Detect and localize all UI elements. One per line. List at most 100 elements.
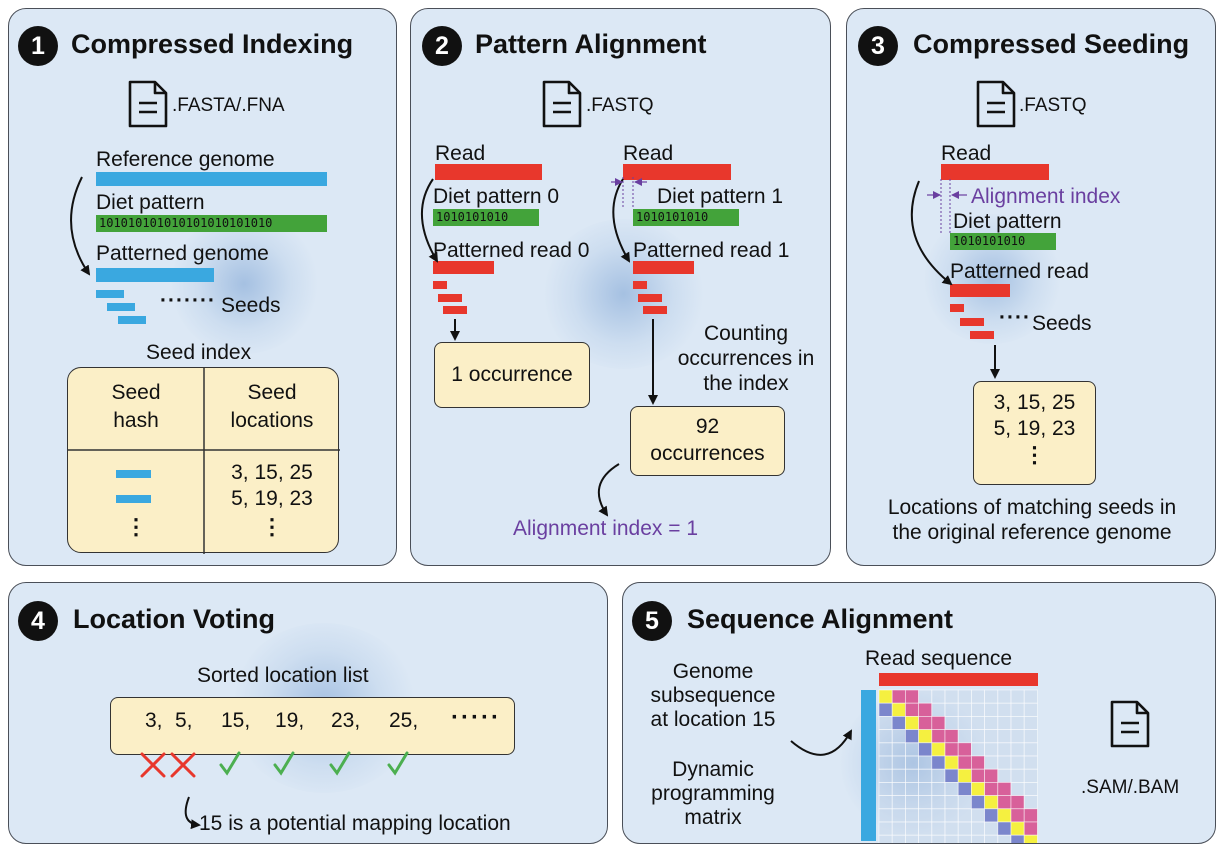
dp-label-3: matrix	[684, 806, 742, 829]
sorted-list-title: Sorted location list	[197, 664, 369, 687]
patterned-read-0-label: Patterned read 0	[433, 239, 590, 262]
curved-arrow	[70, 176, 91, 276]
seed-bar	[96, 290, 124, 298]
ninety-two-occurrences-box: 92 occurrences	[630, 406, 785, 476]
file-icon	[542, 80, 582, 128]
occurrences-word: occurrences	[650, 442, 765, 465]
read-sequence-bar	[879, 673, 1038, 686]
seed-hash-header-1: Seed	[111, 381, 161, 404]
panel-title: Pattern Alignment	[475, 29, 707, 59]
seed-bar	[950, 304, 964, 312]
alignment-index-label: Alignment index	[971, 185, 1121, 208]
panel-3-arrows	[910, 179, 1000, 379]
output-file-format: .SAM/.BAM	[1081, 777, 1180, 798]
seed-hash-bar	[116, 495, 151, 503]
dp-label-1: Dynamic	[672, 758, 754, 781]
read-bar-left	[435, 164, 542, 180]
diet-pattern-0-label: Diet pattern 0	[433, 185, 560, 208]
alignment-index-result: Alignment index = 1	[513, 517, 699, 540]
seed-bar	[643, 306, 667, 314]
dp-label-2: programming	[651, 782, 775, 805]
read-label-right: Read	[623, 142, 674, 165]
location-value: 23,	[331, 709, 361, 732]
panel-sequence-alignment: 5 Sequence Alignment Read sequence Genom…	[622, 582, 1216, 844]
diet-pattern-bits: 101010101010101010101010	[96, 215, 327, 232]
cross-icon	[170, 752, 196, 778]
panel-compressed-indexing: 1 Compressed Indexing .FASTA/.FNA Refere…	[8, 8, 397, 566]
one-occurrence-box: 1 occurrence	[434, 342, 590, 408]
patterned-read-0-bar	[433, 261, 494, 274]
panel-5-arrow	[790, 729, 852, 756]
genome-label-1: Genome	[672, 660, 754, 683]
read-label-left: Read	[435, 142, 486, 165]
genome-subsequence-bar	[861, 690, 876, 841]
counting-text-3: the index	[703, 372, 789, 395]
seed-bar	[433, 281, 447, 289]
panel-title: Compressed Seeding	[913, 29, 1190, 59]
step-badge-1: 1	[18, 26, 58, 66]
seed-hash-header-2: hash	[113, 409, 159, 432]
patterned-read-1-bar	[633, 261, 694, 274]
seed-locations-box: 3, 15, 25 5, 19, 23 ⋮	[973, 381, 1096, 485]
patterned-genome-bar	[96, 268, 214, 282]
seed-locations-row: 5, 19, 23	[993, 417, 1076, 440]
diet-pattern-label: Diet pattern	[953, 210, 1062, 233]
file-icon	[1110, 700, 1150, 748]
seed-bar	[443, 306, 467, 314]
seed-bar	[118, 316, 146, 324]
counting-text-2: occurrences in	[677, 347, 815, 370]
seed-bar	[438, 294, 462, 302]
seed-locations-row: 5, 19, 23	[231, 487, 313, 510]
dynamic-programming-matrix	[878, 689, 1038, 843]
seed-bar	[638, 294, 662, 302]
patterned-genome-label: Patterned genome	[96, 242, 269, 265]
check-icon	[219, 751, 241, 776]
diet-pattern-0-bits: 1010101010	[433, 209, 539, 226]
seeds-label: Seeds	[1032, 312, 1092, 335]
read-bar-right	[623, 164, 731, 180]
location-value: 25,	[389, 709, 419, 732]
one-occurrence-text: 1 occurrence	[451, 363, 573, 386]
panel-location-voting: 4 Location Voting Sorted location list ·…	[8, 582, 608, 844]
mapping-location-conclusion: 15 is a potential mapping location	[199, 812, 511, 835]
genome-label-2: subsequence	[650, 684, 776, 707]
step-badge-4: 4	[18, 601, 58, 641]
table-grid-lines	[68, 368, 340, 554]
read-bar	[941, 164, 1049, 180]
check-icon	[329, 751, 351, 776]
patterned-read-1-label: Patterned read 1	[633, 239, 790, 262]
diet-pattern-bits: 1010101010	[950, 233, 1056, 250]
location-value: 19,	[275, 709, 305, 732]
location-value: 5,	[175, 709, 193, 732]
file-icon	[976, 80, 1016, 128]
seed-hash-bar	[116, 470, 151, 478]
location-value: 3,	[145, 709, 163, 732]
read-label: Read	[941, 142, 992, 165]
seed-locations-row: 3, 15, 25	[993, 391, 1076, 414]
seeds-label: Seeds	[221, 294, 281, 317]
seed-hash-vdots: ⋮	[125, 514, 147, 539]
seed-index-table: Seed hash Seed locations ⋮ 3, 15, 25 5, …	[67, 367, 340, 554]
seed-locations-header-2: locations	[230, 409, 314, 432]
seed-locations-vdots: ⋮	[1023, 442, 1046, 467]
file-format-label: .FASTA/.FNA	[172, 95, 285, 116]
panel-2-arrows	[421, 177, 658, 517]
caption-line-2: the original reference genome	[892, 521, 1172, 544]
panel-title: Sequence Alignment	[687, 604, 954, 634]
reference-genome-bar	[96, 172, 327, 186]
panel-pattern-alignment: 2 Pattern Alignment .FASTQ Read Diet pat…	[410, 8, 831, 566]
seed-index-title: Seed index	[146, 341, 252, 364]
step-badge-2: 2	[422, 26, 462, 66]
check-icon	[273, 751, 295, 776]
read-sequence-label: Read sequence	[865, 647, 1013, 670]
diet-pattern-1-bits: 1010101010	[633, 209, 739, 226]
vote-marks	[140, 751, 409, 778]
glow	[169, 214, 319, 354]
step-badge-5: 5	[632, 601, 672, 641]
seed-locations-row: 3, 15, 25	[231, 461, 313, 484]
panel-title: Compressed Indexing	[71, 29, 354, 59]
sorted-location-list	[110, 697, 515, 755]
patterned-read-label: Patterned read	[950, 260, 1089, 283]
file-icon	[128, 80, 168, 128]
file-format-label: .FASTQ	[1019, 95, 1087, 116]
